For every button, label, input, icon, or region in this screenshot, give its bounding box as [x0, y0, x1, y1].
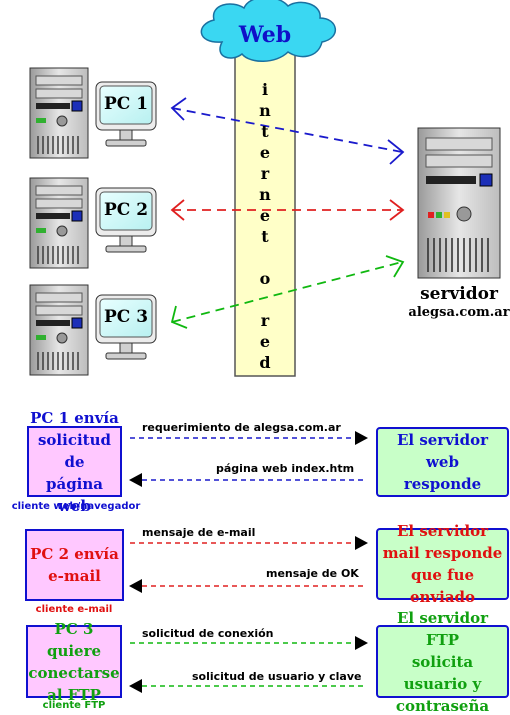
ftp-server-text: El servidor FTP solicita usuario y contr… [378, 607, 507, 715]
cloud-icon [200, 0, 336, 62]
request-message: solicitud de conexión [142, 627, 274, 640]
computer-tower-icon [29, 177, 89, 269]
ftp-client-caption: cliente FTP [42, 700, 106, 711]
pc2-client-text: PC 2 envía e-mail [30, 543, 119, 587]
request-message: mensaje de e-mail [142, 526, 256, 539]
pc3-label: PC 3 [103, 307, 149, 327]
client-text-line: solicitud de [37, 430, 111, 471]
pc2-network-arrow [170, 199, 405, 221]
server-text-line: responde [403, 475, 482, 493]
bar-letter: e [259, 206, 271, 225]
client-text-line: conectarse [28, 663, 120, 682]
pc2-label: PC 2 [103, 200, 149, 220]
mail-server-text: El servidor mail responde que fue enviad… [378, 520, 507, 608]
bar-letter: r [260, 311, 270, 330]
ftp-server-box: El servidor FTP solicita usuario y contr… [376, 609, 509, 715]
computer-tower-icon [29, 67, 89, 159]
response-message: página web index.htm [216, 462, 355, 475]
monitor-icon [95, 294, 157, 360]
client-text-line: página web [45, 474, 104, 515]
server-text-line: que fue enviado [409, 566, 476, 606]
server-text-line: El servidor [396, 522, 489, 540]
server-text-line: El servidor FTP [396, 608, 489, 649]
server-domain: alegsa.com.ar [408, 305, 510, 320]
pc3-workstation [29, 284, 157, 376]
network-diagram [29, 0, 501, 377]
email-client-caption: cliente e-mail [35, 604, 113, 615]
monitor-icon [95, 187, 157, 253]
request-message: requerimiento de alegsa.com.ar [142, 421, 341, 434]
mail-server-box: El servidor mail responde que fue enviad… [376, 522, 509, 606]
server-text-line: El servidor web [396, 431, 489, 471]
pc1-label: PC 1 [103, 94, 149, 114]
monitor-icon [95, 81, 157, 147]
bar-letter: d [259, 353, 271, 372]
pc2-client-box: PC 2 envía e-mail [25, 529, 124, 601]
bar-letter: t [261, 122, 269, 141]
client-text-line: PC 1 envía [30, 408, 119, 427]
pc3-client-text: PC 3 quiere conectarse al FTP [28, 618, 120, 706]
cloud-title: Web [238, 22, 292, 48]
bar-letter: n [259, 185, 271, 204]
pc3-flow-arrows [129, 636, 368, 693]
bar-letter: r [260, 164, 270, 183]
response-message: solicitud de usuario y clave [192, 670, 362, 683]
computer-tower-icon [29, 284, 89, 376]
pc2-flow-arrows [129, 536, 368, 593]
bar-letter: i [261, 80, 269, 99]
server-text-line: mail responde [382, 544, 503, 562]
flow-arrows [129, 431, 368, 693]
server-tower-icon [417, 127, 501, 279]
web-server-box: El servidor web responde [376, 427, 509, 497]
server-name: servidor [420, 284, 498, 304]
pc1-client-text: PC 1 envía solicitud de página web [29, 407, 120, 517]
server-text-line: solicita usuario y [403, 652, 482, 693]
response-message: mensaje de OK [266, 567, 359, 580]
pc3-client-box: PC 3 quiere conectarse al FTP [26, 620, 122, 704]
pc1-flow-arrows [129, 431, 368, 487]
pc1-workstation [29, 67, 157, 159]
bar-letter: n [259, 101, 271, 120]
bar-letter: e [259, 143, 271, 162]
bar-letter: t [261, 227, 269, 246]
pc3-network-arrow [170, 255, 405, 329]
client-text-line: PC 2 envía [30, 545, 119, 563]
internet-bar [234, 37, 296, 377]
bar-letter: o [259, 269, 271, 288]
bar-letter: e [259, 332, 271, 351]
web-server-text: El servidor web responde [378, 429, 507, 495]
pc1-network-arrow [170, 97, 405, 165]
pc1-client-box: PC 1 envía solicitud de página web [27, 409, 122, 515]
client-text-line: al FTP [47, 685, 101, 704]
server-text-line: contraseña [395, 696, 490, 715]
client-text-line: PC 3 quiere [46, 619, 102, 660]
pc2-workstation [29, 177, 157, 269]
client-text-line: e-mail [48, 567, 101, 585]
web-client-caption: cliente web/navegador [11, 501, 141, 512]
